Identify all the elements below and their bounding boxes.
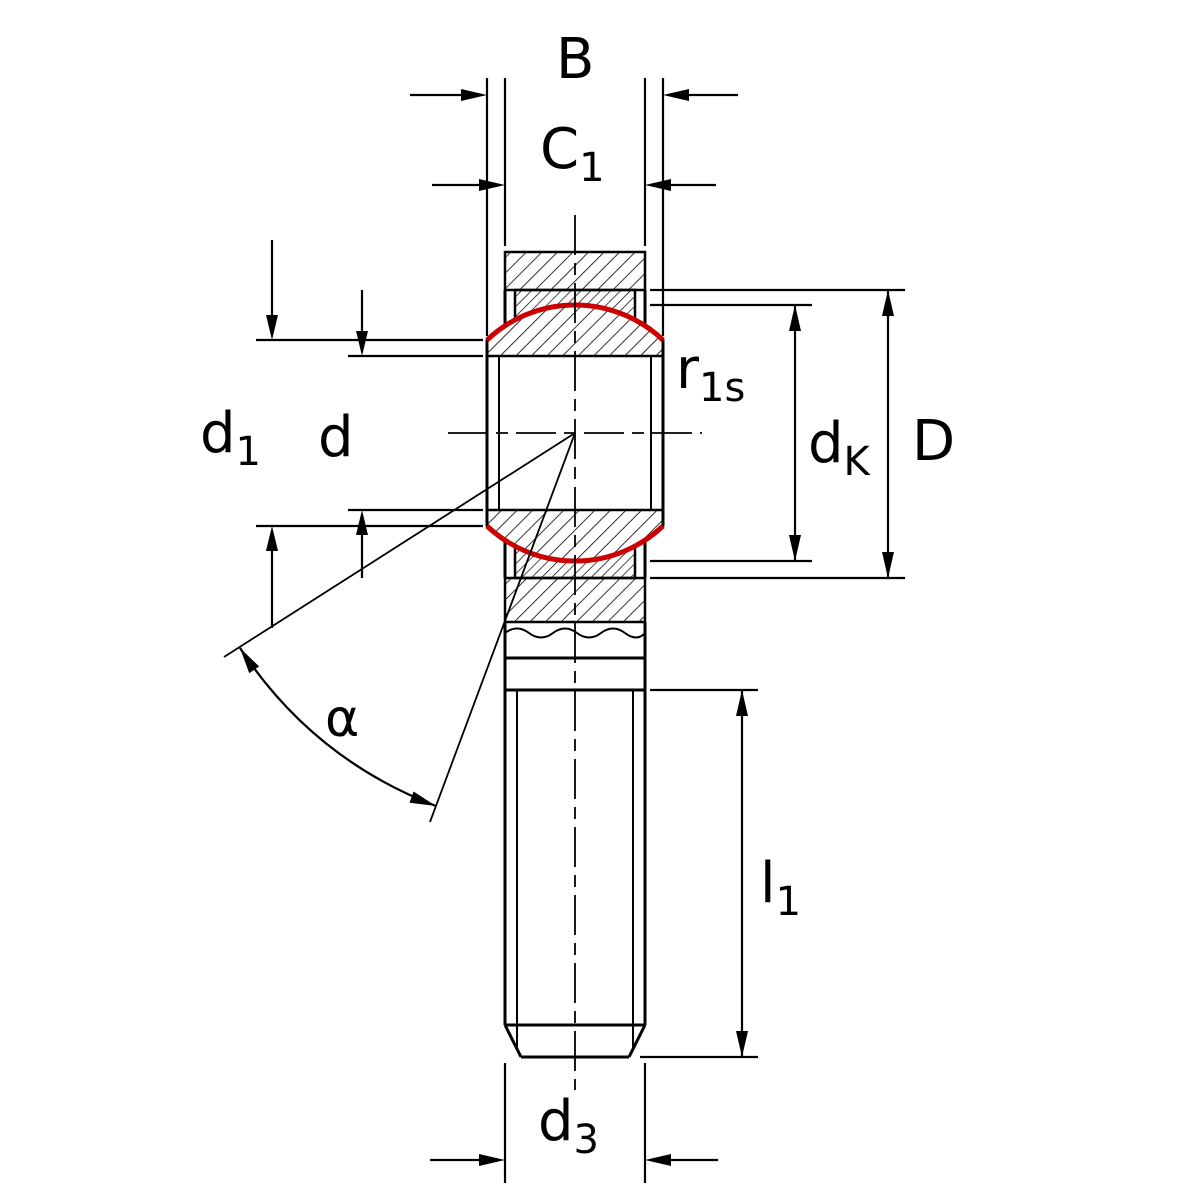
arrowhead — [479, 1154, 505, 1166]
dimension-B: B — [410, 27, 738, 336]
arrowhead — [882, 290, 894, 316]
forging-break-line — [504, 627, 646, 639]
arrowhead — [409, 791, 436, 806]
arrowhead — [736, 690, 748, 716]
arrowhead — [240, 648, 260, 674]
dim-label-dK: dK — [808, 411, 872, 485]
arrowhead — [266, 526, 278, 551]
dim-label-B: B — [556, 27, 594, 92]
angle-alpha: α — [223, 432, 576, 823]
arrowhead — [789, 305, 801, 331]
arrowhead — [479, 179, 505, 191]
dim-label-d3: d3 — [538, 1089, 599, 1163]
arrowhead — [461, 89, 487, 101]
dimension-d1: d1 — [200, 240, 483, 628]
tilt-line-steep — [429, 432, 576, 823]
arrowhead — [736, 1031, 748, 1057]
dim-label-C1: C1 — [540, 117, 605, 191]
tilt-line-shallow — [223, 432, 576, 658]
dim-label-d: d — [318, 405, 354, 470]
dimension-D: D — [650, 288, 955, 580]
angle-arc — [239, 647, 437, 808]
arrowhead — [645, 1154, 671, 1166]
arrowhead — [645, 179, 671, 191]
arrowhead — [356, 510, 368, 535]
dim-label-l1: l1 — [760, 851, 801, 925]
tip-chamfer-left — [503, 1024, 523, 1058]
arrowhead — [266, 315, 278, 340]
dimension-dK: dK — [650, 303, 872, 563]
arrowhead — [663, 89, 689, 101]
dimension-d3: d3 — [430, 1063, 718, 1183]
dimension-l1: l1 — [640, 688, 801, 1059]
arrowhead — [882, 552, 894, 578]
dim-label-alpha: α — [325, 689, 359, 749]
tip-chamfer-right — [627, 1024, 647, 1058]
arrowhead — [356, 331, 368, 356]
dimension-C1: C1 — [432, 78, 716, 246]
dim-label-D: D — [912, 409, 955, 474]
dimension-d: d — [318, 290, 483, 578]
arrowhead — [789, 535, 801, 561]
label-r1s: r1s — [676, 337, 745, 411]
dim-label-d1: d1 — [200, 401, 261, 475]
dim-label-r1s: r1s — [676, 337, 745, 411]
